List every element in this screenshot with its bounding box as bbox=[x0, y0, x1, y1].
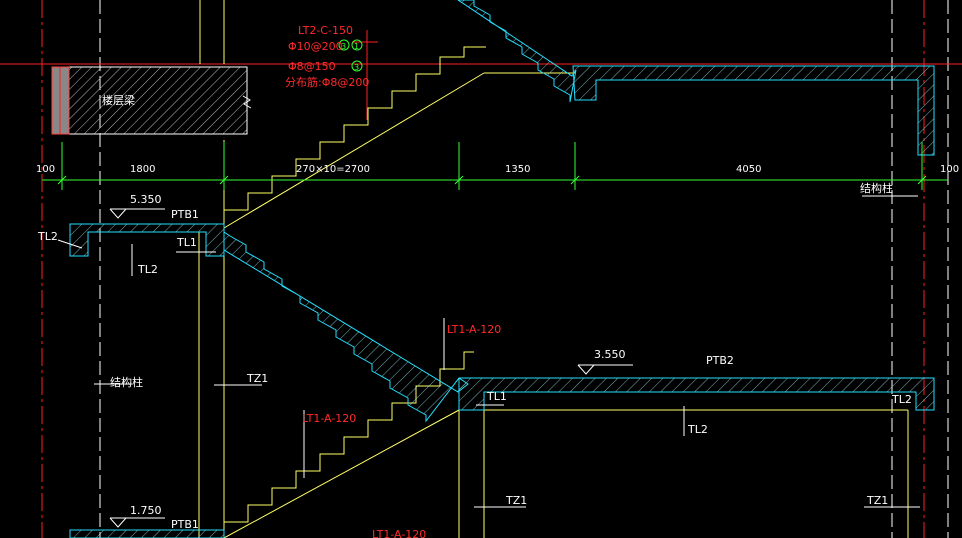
slab-ptb1-bottom bbox=[69, 529, 225, 538]
ptb1-top-label: PTB1 bbox=[171, 208, 199, 221]
struct-col-right-label: 结构柱 bbox=[860, 181, 893, 195]
tz1-columns bbox=[198, 140, 909, 538]
struct-col-left-label: 结构柱 bbox=[110, 375, 143, 389]
rebar-label-2: Φ8@150 bbox=[288, 60, 336, 73]
elevation-top: 5.350 bbox=[130, 193, 162, 206]
tz1-left-label: TZ1 bbox=[246, 372, 268, 385]
top-column bbox=[199, 0, 225, 64]
lt1-label-c: LT1-A-120 bbox=[372, 528, 426, 538]
slab-ptb2 bbox=[458, 377, 935, 411]
lower-flight-steps bbox=[223, 351, 474, 538]
tl2-left-label: TL2 bbox=[37, 230, 58, 243]
tl2-right-label: TL2 bbox=[891, 393, 912, 406]
rebar-circle-markers bbox=[338, 39, 363, 72]
circle-num-2: 1 bbox=[354, 42, 359, 51]
dim-100-right: 100 bbox=[940, 164, 959, 175]
dim-2700: 270×10=2700 bbox=[296, 164, 370, 175]
tl2-mid-label: TL2 bbox=[687, 423, 708, 436]
slab-ptb1-top bbox=[69, 223, 225, 257]
floor-beam-label: 楼层梁 bbox=[102, 93, 135, 107]
elevation-bot: 1.750 bbox=[130, 504, 162, 517]
leader-lines bbox=[57, 195, 920, 508]
dim-100-left: 100 bbox=[36, 164, 55, 175]
slab-top-right bbox=[572, 65, 935, 156]
rebar-label-3: 分布筋:Φ8@200 bbox=[285, 75, 369, 89]
tl2-under-label: TL2 bbox=[137, 263, 158, 276]
floor-beam bbox=[51, 66, 252, 135]
cyan-flight-mid bbox=[223, 231, 469, 423]
elevation-markers bbox=[109, 208, 633, 528]
circle-num-1: 3 bbox=[341, 42, 346, 51]
tz1-right-label: TZ1 bbox=[866, 494, 888, 507]
circle-num-3: 3 bbox=[354, 63, 359, 72]
lt2-label: LT2-C-150 bbox=[298, 24, 353, 37]
ptb2-label: PTB2 bbox=[706, 354, 734, 367]
tl1-top-label: TL1 bbox=[176, 236, 197, 249]
dim-1800: 1800 bbox=[130, 164, 155, 175]
tz1-mid-label: TZ1 bbox=[505, 494, 527, 507]
dimension-line bbox=[42, 142, 948, 190]
ptb1-bot-label: PTB1 bbox=[171, 518, 199, 531]
dim-4050: 4050 bbox=[736, 164, 761, 175]
tl1-mid-label: TL1 bbox=[486, 390, 507, 403]
rebar-label-1: Φ10@200 bbox=[288, 40, 343, 53]
lt1-label-a: LT1-A-120 bbox=[447, 323, 501, 336]
elevation-mid: 3.550 bbox=[594, 348, 626, 361]
dim-1350: 1350 bbox=[505, 164, 530, 175]
lt1-label-b: LT1-A-120 bbox=[302, 412, 356, 425]
upper-flight-steps bbox=[223, 46, 575, 229]
cyan-flight-top bbox=[457, 0, 577, 103]
